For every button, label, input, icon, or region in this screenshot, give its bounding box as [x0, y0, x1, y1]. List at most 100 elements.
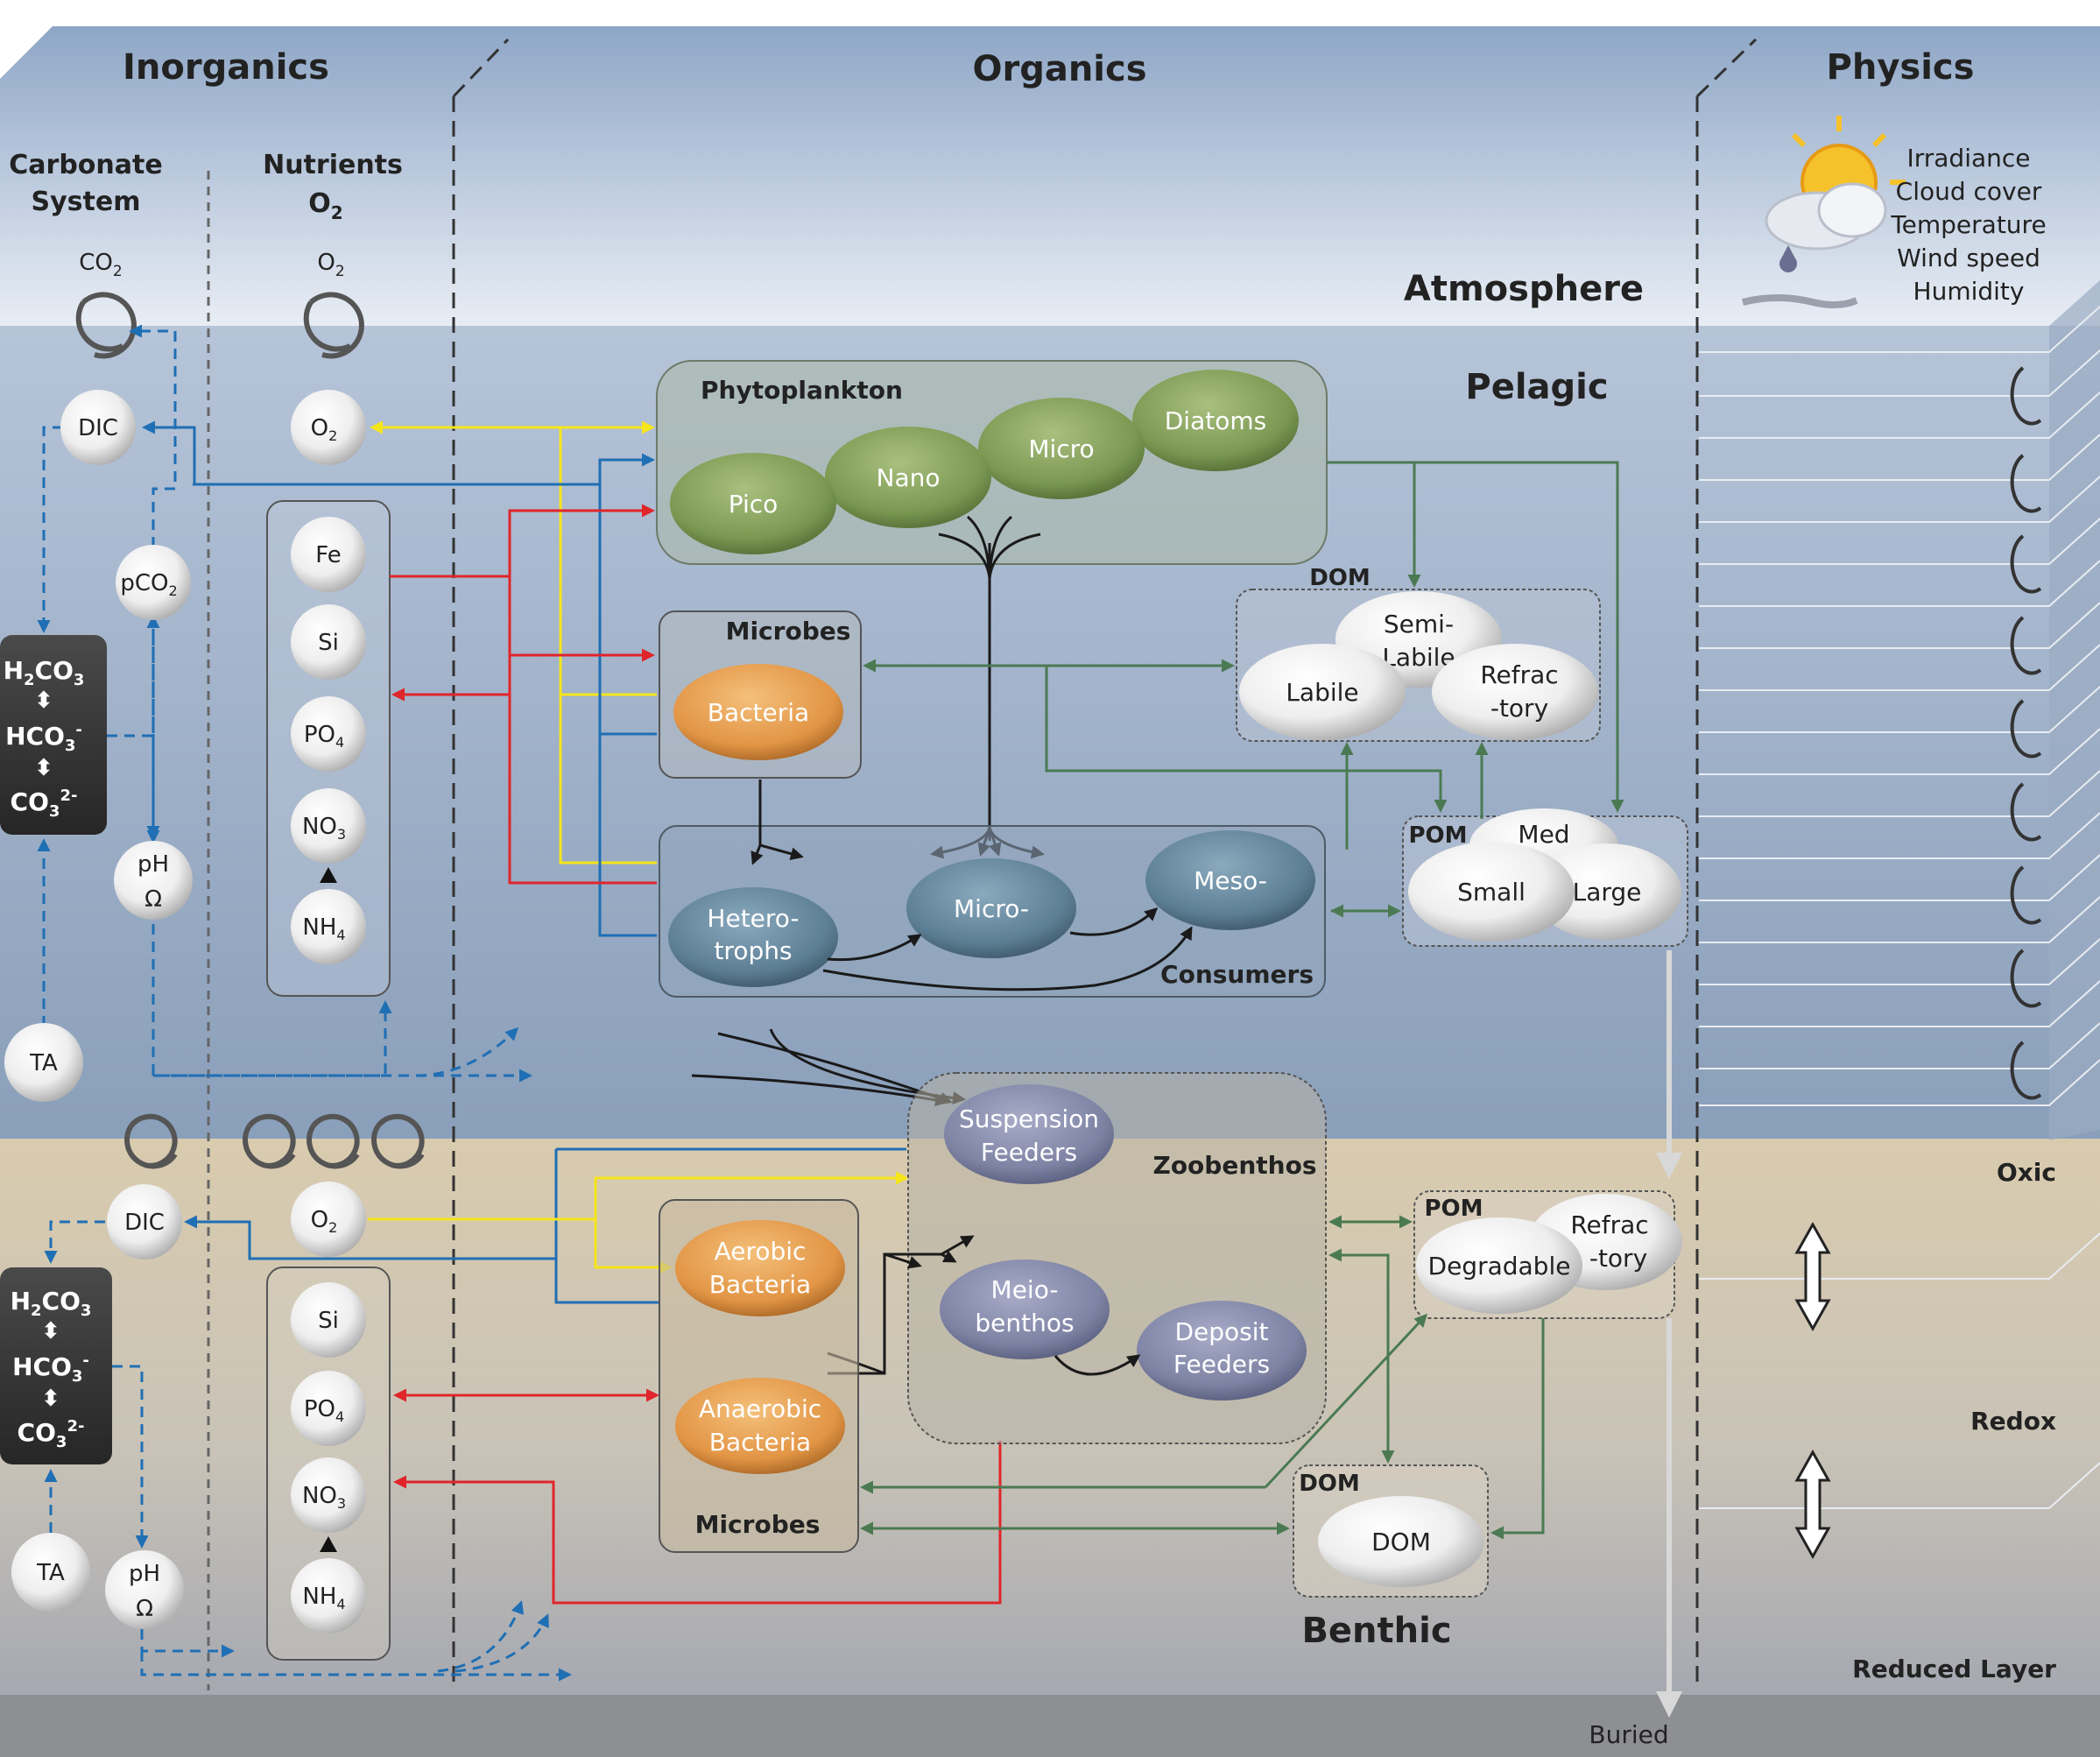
svg-text:PO4: PO4 [304, 1396, 344, 1425]
svg-text:Anaerobic: Anaerobic [699, 1394, 821, 1423]
svg-text:CO32-: CO32- [18, 1417, 85, 1451]
svg-text:Bacteria: Bacteria [709, 1270, 811, 1299]
svg-text:pCO2: pCO2 [120, 570, 177, 599]
svg-text:Labile: Labile [1382, 643, 1455, 672]
svg-text:Si: Si [318, 1308, 339, 1334]
svg-text:NO3: NO3 [302, 1483, 346, 1512]
consumer-micro: Micro- [906, 858, 1076, 958]
zone-buried: Buried [1589, 1720, 1668, 1749]
svg-text:Bacteria: Bacteria [709, 1428, 811, 1457]
svg-text:Ω: Ω [144, 886, 162, 913]
zoo-meiobenthos: Meio- benthos [940, 1260, 1110, 1359]
anaerobic-bacteria: Anaerobic Bacteria [675, 1378, 845, 1474]
pco2-node: pCO2 [116, 545, 191, 620]
benthic-po4-node: PO4 [291, 1371, 366, 1446]
svg-text:Diatoms: Diatoms [1165, 406, 1266, 435]
svg-text:POM: POM [1424, 1196, 1483, 1222]
phyto-micro: Micro [978, 398, 1145, 499]
svg-text:Refrac: Refrac [1480, 660, 1558, 689]
atm-co2-label: CO2 [79, 250, 122, 280]
svg-text:Cloud cover: Cloud cover [1896, 177, 2042, 206]
svg-text:⬍: ⬍ [34, 755, 53, 781]
svg-text:Degradable: Degradable [1428, 1252, 1571, 1281]
svg-text:Aerobic: Aerobic [715, 1237, 807, 1266]
dom-labile: Labile [1239, 644, 1406, 740]
si-node: Si [291, 604, 366, 680]
zone-redox: Redox [1970, 1407, 2056, 1436]
nutrients-label-1: Nutrients [263, 150, 403, 180]
aerobic-bacteria: Aerobic Bacteria [675, 1220, 845, 1316]
phyto-pico: Pico [670, 453, 836, 554]
diffusion-arrow [1794, 1449, 1831, 1560]
no3-node: NO3 [291, 788, 366, 864]
benthic-dic-flows [184, 1147, 906, 1304]
svg-text:Microbes: Microbes [726, 617, 851, 646]
benthic-carbonate-box: H2CO3 ⬍ HCO3- ⬍ CO32- [0, 1267, 112, 1464]
benthic-nitrification-arrow [320, 1536, 337, 1552]
svg-text:-tory: -tory [1589, 1244, 1647, 1273]
svg-text:Hetero-: Hetero- [707, 904, 799, 933]
oxygen-flows [370, 420, 657, 864]
physics-side-lines [1699, 306, 2100, 1509]
benthic-organic-flows [860, 1215, 1545, 1540]
svg-text:DOM: DOM [1371, 1528, 1431, 1556]
benthic-nutrient-flows [393, 1388, 1002, 1605]
svg-text:Micro-: Micro- [954, 894, 1029, 923]
benthic-si-node: Si [291, 1282, 366, 1358]
benthic-cycle-icons [124, 1113, 425, 1169]
header-organics: Organics [972, 49, 1146, 89]
benthic-no3-node: NO3 [291, 1457, 366, 1533]
svg-text:Microbes: Microbes [695, 1510, 821, 1539]
svg-text:H2CO3: H2CO3 [11, 1287, 92, 1320]
fe-node: Fe [291, 517, 366, 592]
ta-node: TA [4, 1023, 83, 1102]
svg-text:Ω: Ω [136, 1596, 153, 1622]
svg-text:Deposit: Deposit [1174, 1317, 1268, 1346]
svg-text:HCO3-: HCO3- [12, 1351, 89, 1386]
benthic-o2-node: O2 [291, 1182, 366, 1257]
zoo-suspension-feeders: Suspension Feeders [944, 1084, 1114, 1184]
pom-degradable: Degradable [1416, 1217, 1582, 1314]
svg-text:Fe: Fe [315, 542, 342, 568]
svg-text:Bacteria: Bacteria [708, 698, 809, 727]
svg-text:Meio-: Meio- [991, 1275, 1059, 1304]
svg-text:TA: TA [29, 1050, 58, 1076]
svg-text:Small: Small [1457, 878, 1526, 907]
svg-text:pH: pH [129, 1561, 160, 1587]
header-physics: Physics [1827, 47, 1975, 88]
svg-text:Semi-: Semi- [1384, 610, 1454, 639]
svg-text:TA: TA [36, 1560, 65, 1586]
po4-node: PO4 [291, 696, 366, 772]
weather-icon [1742, 116, 1906, 308]
svg-text:PO4: PO4 [304, 722, 344, 751]
zone-reduced-layer: Reduced Layer [1852, 1655, 2056, 1683]
benthic-dom-node: DOM [1318, 1496, 1484, 1587]
nutrients-label-2: O2 [308, 188, 342, 223]
benthic-dic-node: DIC [107, 1184, 182, 1260]
cycle-icon [75, 292, 137, 359]
header-inorganics: Inorganics [123, 47, 329, 88]
benthic-oxygen-flows [368, 1171, 909, 1274]
diffusion-arrow [1794, 1221, 1831, 1332]
pom-small: Small [1408, 842, 1575, 942]
zone-atmosphere: Atmosphere [1404, 269, 1644, 309]
consumer-heterotrophs: Hetero- trophs [668, 887, 838, 987]
svg-text:Med: Med [1518, 820, 1569, 849]
zone-oxic: Oxic [1997, 1158, 2056, 1187]
carbonate-system-label-2: System [32, 187, 141, 217]
benthic-carbonate-links [44, 1220, 572, 1682]
svg-text:Temperature: Temperature [1890, 210, 2046, 239]
nutrient-flows [390, 504, 657, 885]
carbonate-box: H2CO3 ⬍ HCO3- ⬍ CO32- [0, 635, 107, 835]
svg-text:H2CO3: H2CO3 [4, 656, 85, 689]
svg-text:-tory: -tory [1490, 694, 1548, 723]
benthic-nh4-node: NH4 [291, 1558, 366, 1634]
svg-text:Si: Si [318, 630, 339, 656]
atm-o2-label: O2 [317, 250, 344, 280]
zone-pelagic: Pelagic [1465, 367, 1608, 407]
svg-text:⬍: ⬍ [41, 1386, 60, 1412]
svg-text:Zoobenthos: Zoobenthos [1153, 1151, 1317, 1180]
svg-text:CO32-: CO32- [11, 787, 78, 821]
svg-text:Refrac: Refrac [1570, 1210, 1648, 1239]
